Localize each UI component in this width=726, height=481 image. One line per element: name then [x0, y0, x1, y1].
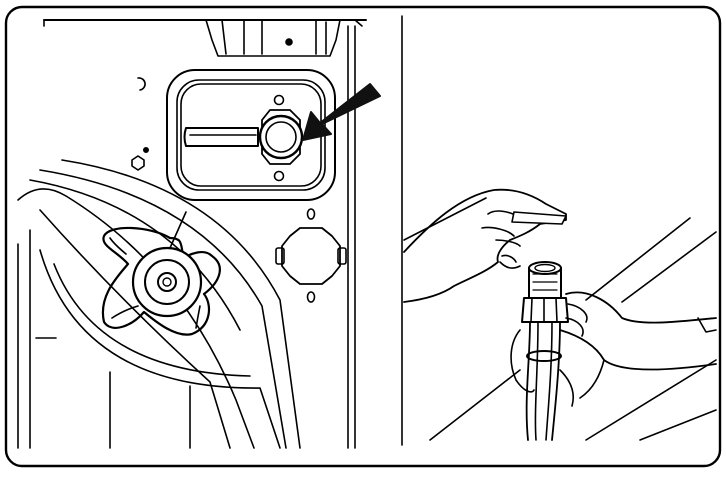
lever-screw-top [273, 94, 285, 106]
valve-housing-outer [166, 69, 336, 201]
screw-dot [143, 147, 150, 154]
upper-hand [403, 188, 567, 303]
wall-line [403, 197, 487, 241]
side-connector [275, 208, 347, 303]
floor-line [429, 369, 521, 441]
figure-frame [4, 5, 722, 468]
floor-line [585, 359, 717, 441]
drum-arcs [17, 159, 301, 449]
right-panel [403, 188, 717, 441]
wall-line [585, 217, 691, 301]
drain-knob [101, 211, 221, 336]
valve-lever [183, 94, 304, 182]
lower-hand [510, 291, 717, 407]
pointing-arrow-icon [302, 83, 381, 141]
left-panel [17, 19, 381, 449]
top-edge-tick [354, 19, 363, 27]
wall-line [621, 231, 717, 303]
mount-clip [137, 77, 146, 91]
valve-knob-cap [265, 121, 297, 153]
hex-bolt [131, 155, 145, 171]
floor-line [639, 409, 717, 441]
top-bracket [205, 19, 341, 57]
lever-screw-bottom [273, 170, 285, 182]
hose-connector [521, 261, 569, 441]
